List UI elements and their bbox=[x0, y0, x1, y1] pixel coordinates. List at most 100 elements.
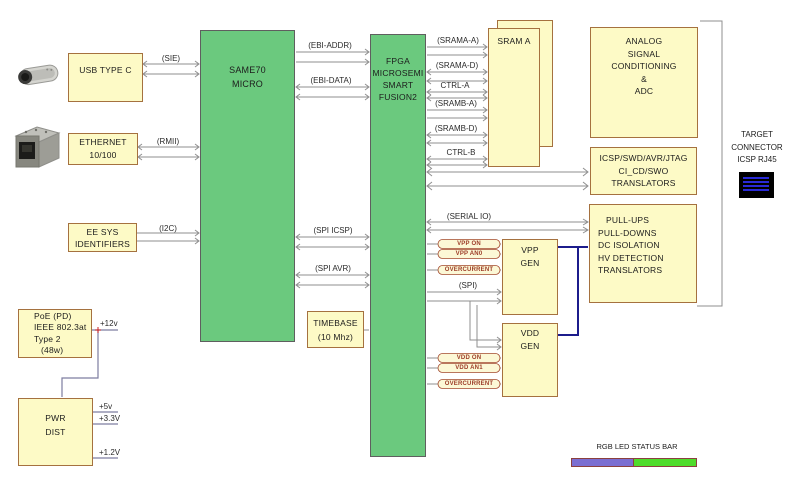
fpga-smartfusion2-block: FPGA MICROSEMI SMART FUSION2 bbox=[370, 34, 426, 457]
ethernet-label-line1: ETHERNET bbox=[79, 137, 127, 147]
same70-micro-block: SAME70 MICRO bbox=[200, 30, 295, 342]
usb-type-c-block: USB TYPE C bbox=[68, 53, 143, 102]
spi-icsp-bus-label: (SPI ICSP) bbox=[313, 226, 353, 235]
target-connector-label: TARGET CONNECTOR ICSP RJ45 bbox=[714, 129, 800, 167]
bus-ctrl-a-arrow bbox=[426, 88, 488, 102]
ethernet-label-line2: 10/100 bbox=[89, 150, 117, 160]
target-bracket bbox=[697, 20, 723, 307]
bus-sie-arrow bbox=[142, 60, 200, 78]
poe-line3: Type 2 bbox=[34, 333, 61, 344]
sram-a-label: SRAM A bbox=[497, 36, 531, 46]
rmii-bus-label: (RMII) bbox=[156, 137, 180, 146]
led-bar-green-segment bbox=[634, 459, 696, 466]
bus-fpga-translators-arrow bbox=[426, 167, 589, 191]
spi-bus-label: (SPI) bbox=[458, 281, 478, 290]
ethernet-connector-photo bbox=[14, 126, 61, 168]
pullups-line3: DC ISOLATION bbox=[598, 240, 660, 250]
sramb-a-bus-label: (SRAMB-A) bbox=[435, 99, 477, 108]
analog-line3: CONDITIONING bbox=[611, 61, 677, 71]
bus-sramb-a-arrow bbox=[427, 106, 488, 122]
vpp-on-signal-label: VPP ON bbox=[457, 241, 481, 247]
bus-ebi-addr-arrow bbox=[296, 48, 370, 66]
pwr-line1: PWR bbox=[45, 413, 66, 423]
rgb-led-status-bar bbox=[571, 458, 697, 467]
usb-type-c-label: USB TYPE C bbox=[79, 65, 132, 75]
pull-ups-isolation-block: PULL-UPS PULL-DOWNS DC ISOLATION HV DETE… bbox=[589, 204, 697, 303]
bus-spi-gen-arrow bbox=[427, 288, 502, 351]
fpga-line4: FUSION2 bbox=[378, 92, 418, 102]
icsp-line3: TRANSLATORS bbox=[611, 178, 676, 189]
vdd-to-pullups-line bbox=[558, 248, 579, 336]
rj45-pin-line bbox=[743, 185, 769, 187]
vpp-overcurrent-capsule bbox=[437, 265, 501, 275]
ebi-data-bus-label: (EBI-DATA) bbox=[310, 76, 352, 85]
pullups-line4: HV DETECTION bbox=[598, 252, 664, 263]
bus-serial-io-arrow bbox=[426, 218, 589, 234]
vpp-an0-capsule bbox=[437, 249, 501, 259]
bus-srama-a-arrow bbox=[427, 43, 488, 59]
bus-spi-icsp-arrow bbox=[295, 233, 370, 251]
plus-12v-label: +12v bbox=[100, 319, 118, 328]
poe-line1: PoE (PD) bbox=[34, 310, 72, 321]
ethernet-block: ETHERNET 10/100 bbox=[68, 133, 138, 165]
poe-line2: IEEE 802.3at bbox=[34, 322, 87, 332]
vdd-line1: VDD bbox=[520, 328, 540, 338]
ebi-addr-bus-label: (EBI-ADDR) bbox=[308, 41, 352, 50]
ee-sys-line2: IDENTIFIERS bbox=[74, 238, 131, 249]
bus-i2c-arrow bbox=[137, 229, 200, 245]
ctrl-a-bus-label: CTRL-A bbox=[440, 81, 470, 90]
bus-srama-d-arrow bbox=[426, 68, 488, 85]
vdd-on-signal-label: VDD ON bbox=[456, 355, 482, 361]
analog-line5: ADC bbox=[634, 86, 654, 96]
sram-a-block: SRAM A bbox=[488, 28, 540, 167]
fpga-line3: SMART bbox=[382, 80, 414, 90]
i2c-bus-label: (I2C) bbox=[159, 224, 177, 233]
power-tap-cross bbox=[95, 327, 101, 333]
analog-line1: ANALOG bbox=[625, 36, 663, 46]
srama-d-bus-label: (SRAMA-D) bbox=[435, 61, 479, 70]
sramb-d-bus-label: (SRAMB-D) bbox=[434, 124, 478, 133]
rj45-pin-line bbox=[743, 177, 769, 179]
ee-sys-identifiers-block: EE SYS IDENTIFIERS bbox=[68, 223, 137, 252]
vdd-overcurrent-capsule bbox=[437, 379, 501, 389]
plus-3v3-label: +3.3V bbox=[99, 414, 121, 423]
target-line1: TARGET bbox=[741, 130, 773, 139]
serial-io-bus-label: (SERIAL IO) bbox=[446, 212, 492, 221]
timebase-block: TIMEBASE (10 Mhz) bbox=[307, 311, 364, 348]
vpp-an0-signal-label: VPP AN0 bbox=[455, 251, 483, 257]
vdd-an1-capsule bbox=[437, 363, 501, 373]
rj45-pin-line bbox=[743, 189, 769, 191]
plus-5v-label: +5v bbox=[99, 402, 113, 411]
capsule-stub-lines bbox=[427, 243, 501, 385]
bus-ebi-data-arrow bbox=[295, 83, 370, 101]
vpp-gen-block: VPP GEN bbox=[502, 239, 558, 315]
icsp-line1: ICSP/SWD/AVR/JTAG bbox=[599, 153, 688, 164]
pullups-line5: TRANSLATORS bbox=[598, 265, 663, 275]
ee-sys-line1: EE SYS bbox=[86, 226, 119, 237]
bus-sramb-d-arrow bbox=[426, 131, 488, 147]
vdd-gen-block: VDD GEN bbox=[502, 323, 558, 397]
vdd-overcurrent-signal-label: OVERCURRENT bbox=[444, 381, 494, 387]
vpp-overcurrent-signal-label: OVERCURRENT bbox=[444, 267, 494, 273]
target-line2: CONNECTOR bbox=[731, 142, 783, 152]
plus-1v2-label: +1.2V bbox=[99, 448, 121, 457]
rj45-pin-line bbox=[743, 181, 769, 183]
timebase-line2: (10 Mhz) bbox=[317, 332, 354, 342]
analog-line4: & bbox=[641, 73, 647, 84]
pwr-dist-block: PWR DIST bbox=[18, 398, 93, 466]
vdd-line2: GEN bbox=[520, 341, 540, 351]
same70-line2: MICRO bbox=[232, 79, 263, 89]
vpp-on-capsule bbox=[437, 239, 501, 249]
same70-line1: SAME70 bbox=[229, 65, 266, 75]
rj45-connector-icon bbox=[739, 172, 774, 198]
poe-line4: (48w) bbox=[41, 345, 64, 355]
rgb-led-status-bar-label: RGB LED STATUS BAR bbox=[596, 442, 678, 451]
srama-a-bus-label: (SRAMA-A) bbox=[437, 36, 479, 45]
bus-rmii-arrow bbox=[137, 143, 200, 161]
sie-bus-label: (SIE) bbox=[161, 54, 181, 63]
vdd-on-capsule bbox=[437, 353, 501, 363]
timebase-line1: TIMEBASE bbox=[313, 318, 358, 328]
pwr-line2: DIST bbox=[45, 427, 66, 437]
icsp-swd-translators-block: ICSP/SWD/AVR/JTAG CI_CD/SWO TRANSLATORS bbox=[590, 147, 697, 195]
